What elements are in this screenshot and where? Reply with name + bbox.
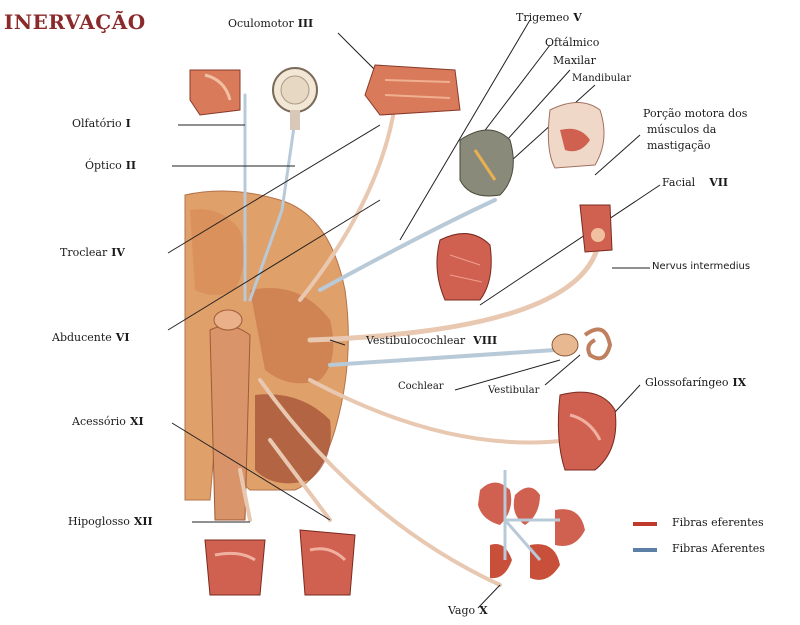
porcao-motora-line-1: Porção motora dos (643, 106, 747, 122)
label-facial: Facial VII (662, 177, 728, 188)
label-glossofaringeo: Glossofaríngeo IX (645, 377, 746, 388)
brain-base (185, 191, 348, 520)
facial-name: Facial (662, 176, 695, 189)
abducente-name: Abducente (52, 331, 112, 344)
glossofaringeo-name: Glossofaríngeo (645, 376, 729, 389)
skull-illustration (548, 103, 604, 169)
facial-num: VII (709, 176, 728, 189)
vago-num: X (479, 604, 488, 617)
orbit-illustration (365, 65, 460, 115)
inner-ear-illustration (552, 329, 610, 358)
olfatorio-num: I (126, 117, 131, 130)
label-vestibular: Vestibular (488, 386, 539, 396)
vago-name: Vago (448, 604, 475, 617)
vestibulococlear-num: VIII (473, 334, 497, 347)
oculomotor-name: Oculomotor (228, 17, 294, 30)
legend-afferent-label: Fibras Aferentes (672, 542, 765, 555)
label-coclear: Cochlear (398, 382, 444, 392)
acessorio-num: XI (130, 415, 144, 428)
optico-name: Óptico (85, 159, 122, 172)
acessorio-name: Acessório (72, 415, 126, 428)
trigemeo-num: V (573, 11, 582, 24)
label-vestibulococlear: Vestibulocochlear VIII (366, 335, 497, 346)
label-trigemeo: Trigemeo V (516, 12, 582, 23)
label-mandibular: Mandibular (572, 74, 631, 84)
label-porcao-motora: Porção motora dos músculos da mastigação (643, 106, 747, 154)
label-maxilar: Maxilar (553, 55, 596, 66)
porcao-motora-line-3: mastigação (643, 138, 747, 154)
optico-num: II (126, 159, 136, 172)
hipoglosso-name: Hipoglosso (68, 515, 130, 528)
glossofaringeo-num: IX (733, 376, 747, 389)
facial-structure-illustration (580, 205, 612, 252)
facial-head-illustration (437, 234, 491, 300)
vagus-organs-illustration (478, 470, 585, 580)
legend-afferent-swatch (633, 548, 657, 552)
label-optico: Óptico II (85, 160, 136, 171)
label-olfatorio: Olfatório I (72, 118, 131, 129)
eye-illustration (273, 68, 317, 130)
page-title: INERVAÇÃO (4, 10, 146, 34)
hipoglosso-num: XII (134, 515, 153, 528)
label-acessorio: Acessório XI (72, 416, 144, 427)
label-hipoglosso: Hipoglosso XII (68, 516, 153, 527)
neck-illustration (205, 530, 355, 595)
troclear-num: IV (111, 246, 125, 259)
trigeminal-head-illustration (460, 130, 513, 196)
oculomotor-num: III (298, 17, 313, 30)
legend-efferent-swatch (633, 522, 657, 526)
olfatorio-name: Olfatório (72, 117, 122, 130)
legend-efferent-label: Fibras eferentes (672, 516, 764, 529)
label-abducente: Abducente VI (52, 332, 129, 343)
label-oftalmico: Oftálmico (545, 37, 599, 48)
trigemeo-name: Trigemeo (516, 11, 569, 24)
porcao-motora-line-2: músculos da (643, 122, 747, 138)
label-nervus-intermedius: Nervus intermedius (652, 262, 750, 272)
troclear-name: Troclear (60, 246, 107, 259)
nose-illustration (190, 70, 240, 115)
abducente-num: VI (116, 331, 130, 344)
vestibulococlear-name: Vestibulocochlear (366, 334, 465, 347)
label-troclear: Troclear IV (60, 247, 125, 258)
label-oculomotor: Oculomotor III (228, 18, 313, 29)
pharynx-illustration (558, 392, 616, 470)
label-vago: Vago X (448, 605, 488, 616)
